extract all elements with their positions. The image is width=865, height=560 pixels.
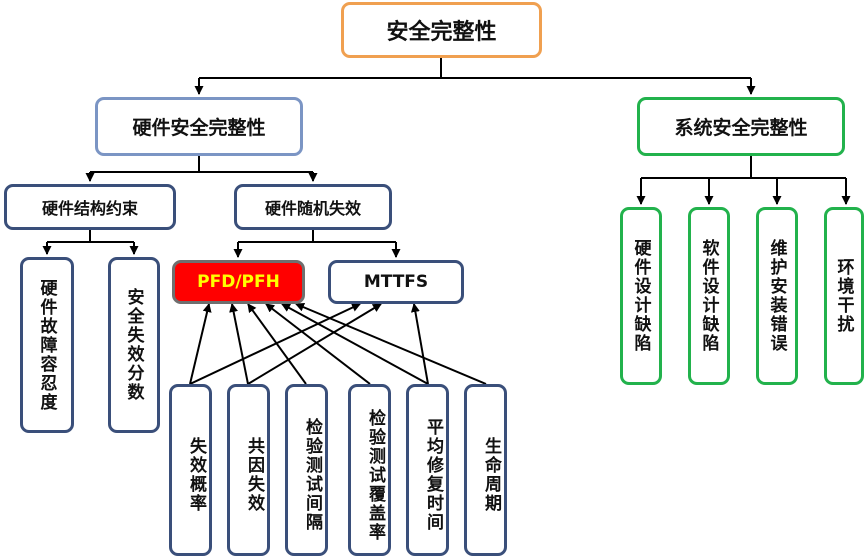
node-fault-tolerance: 硬件故障容忍度 xyxy=(20,257,74,433)
node-systematic-integrity: 系统安全完整性 xyxy=(637,97,845,156)
node-failure-probability-label: 失效概率 xyxy=(186,437,206,513)
node-root: 安全完整性 xyxy=(341,2,542,58)
node-proof-test-coverage-label: 检验测试覆盖率 xyxy=(365,408,385,542)
node-maintenance-install-error: 维护安装错误 xyxy=(756,207,798,385)
node-hw-design-defect: 硬件设计缺陷 xyxy=(620,207,662,385)
node-pfd-pfh-label: PFD/PFH xyxy=(197,272,280,292)
node-fault-tolerance-label: 硬件故障容忍度 xyxy=(36,278,57,412)
node-hardware-random-label: 硬件随机失效 xyxy=(264,199,361,218)
node-mean-repair-time-label: 平均修复时间 xyxy=(423,418,443,532)
node-mean-repair-time: 平均修复时间 xyxy=(406,384,449,556)
node-proof-test-interval-label: 检验测试间隔 xyxy=(302,418,322,532)
node-safe-failure-fraction-label: 安全失效分数 xyxy=(123,288,144,402)
node-mttfs: MTTFS xyxy=(328,260,464,304)
node-hardware-integrity: 硬件安全完整性 xyxy=(95,97,303,156)
node-lifecycle: 生命周期 xyxy=(464,384,507,556)
node-hardware-integrity-label: 硬件安全完整性 xyxy=(132,117,266,139)
node-lifecycle-label: 生命周期 xyxy=(481,437,501,513)
node-common-cause-failure: 共因失效 xyxy=(227,384,270,556)
node-environment-interference-label: 环境干扰 xyxy=(833,258,854,334)
node-root-label: 安全完整性 xyxy=(386,20,497,45)
node-common-cause-failure-label: 共因失效 xyxy=(244,437,264,513)
node-proof-test-coverage: 检验测试覆盖率 xyxy=(348,384,391,556)
node-pfd-pfh: PFD/PFH xyxy=(172,260,305,304)
node-hardware-constraint: 硬件结构约束 xyxy=(4,184,176,230)
node-sw-design-defect-label: 软件设计缺陷 xyxy=(698,239,719,353)
node-mttfs-label: MTTFS xyxy=(363,272,429,292)
node-safe-failure-fraction: 安全失效分数 xyxy=(108,257,160,433)
node-proof-test-interval: 检验测试间隔 xyxy=(285,384,328,556)
node-hw-design-defect-label: 硬件设计缺陷 xyxy=(630,239,651,353)
node-failure-probability: 失效概率 xyxy=(169,384,212,556)
node-maintenance-install-error-label: 维护安装错误 xyxy=(766,239,787,353)
node-hardware-constraint-label: 硬件结构约束 xyxy=(41,199,138,218)
node-systematic-integrity-label: 系统安全完整性 xyxy=(674,117,808,139)
node-sw-design-defect: 软件设计缺陷 xyxy=(688,207,730,385)
node-hardware-random: 硬件随机失效 xyxy=(234,184,392,230)
node-environment-interference: 环境干扰 xyxy=(824,207,864,385)
